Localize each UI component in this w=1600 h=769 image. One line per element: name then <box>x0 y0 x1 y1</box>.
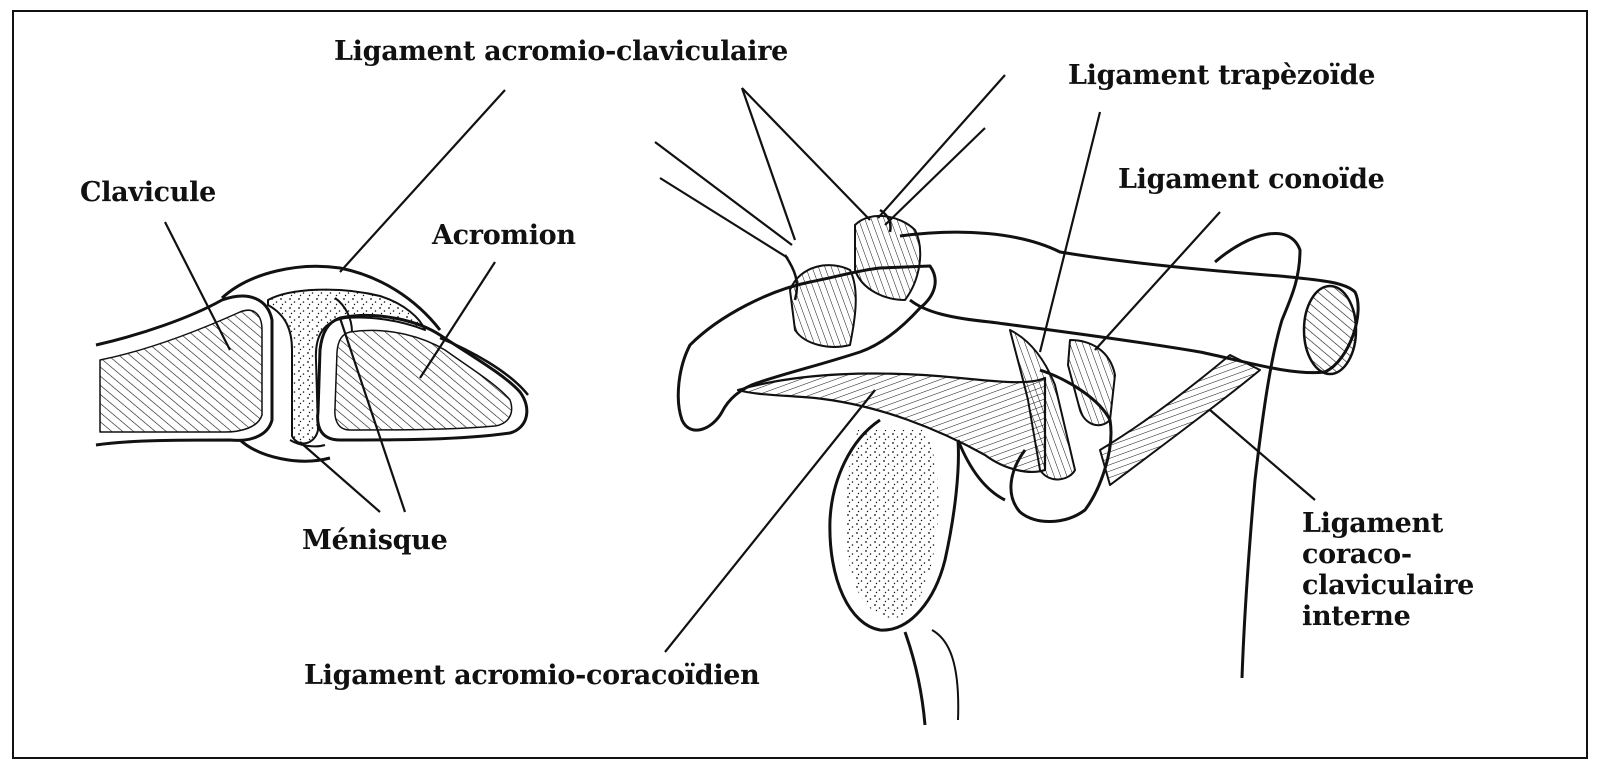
ligament-acromio-coracoidien-band <box>736 372 1047 473</box>
label-coraco-line-4: interne <box>1302 601 1411 633</box>
ligament-acromio-claviculaire-tuft-b <box>854 214 922 301</box>
ligament-coraco-claviculaire-band <box>1099 354 1261 486</box>
leader-conoide <box>1094 211 1221 351</box>
ligament-acromio-claviculaire-tuft-a <box>789 264 857 348</box>
leader-acromion <box>419 261 496 379</box>
label-clavicule: Clavicule <box>80 177 216 208</box>
shoulder-right <box>676 208 1360 726</box>
scapula-border <box>1214 232 1302 679</box>
label-coraco-line-1: Ligament <box>1302 508 1444 539</box>
leader-clavicule <box>164 221 231 351</box>
label-coraco-line-2: coraco- <box>1302 539 1412 571</box>
leader-acromio-coracoidien <box>664 389 876 653</box>
label-acromio-coracoidien: Ligament acromio-coracoïdien <box>304 660 760 691</box>
joint-capsule <box>220 264 442 331</box>
leader-trapezoide <box>1038 111 1102 353</box>
leader-menisque-a <box>299 441 381 513</box>
leader-lines-left <box>164 89 506 513</box>
clavicle-end <box>1302 284 1358 376</box>
label-coraco-claviculaire-interne: Ligament coraco- claviculaire interne <box>1302 508 1522 632</box>
joint-section-left <box>95 264 529 463</box>
ligament-trapezoide-band <box>1009 329 1076 481</box>
label-coraco-line-3: claviculaire <box>1302 570 1475 602</box>
label-conoide: Ligament conoïde <box>1118 164 1385 195</box>
label-trapezoide: Ligament trapèzoïde <box>1068 60 1376 91</box>
label-acromion: Acromion <box>432 220 576 251</box>
ligament-conoide-band <box>1067 339 1116 427</box>
acromion-bone <box>316 314 529 442</box>
leader-lines-right <box>654 74 1316 653</box>
leader-coraco-claviculaire <box>1209 409 1316 501</box>
label-menisque: Ménisque <box>302 525 448 556</box>
leader-acromio-claviculaire <box>339 89 506 273</box>
leader-menisque-b <box>338 317 407 513</box>
scapular-neck <box>903 631 927 726</box>
label-acromio-claviculaire: Ligament acromio-claviculaire <box>334 36 788 67</box>
clavicle-bone <box>95 294 274 447</box>
glenoid <box>828 418 960 632</box>
